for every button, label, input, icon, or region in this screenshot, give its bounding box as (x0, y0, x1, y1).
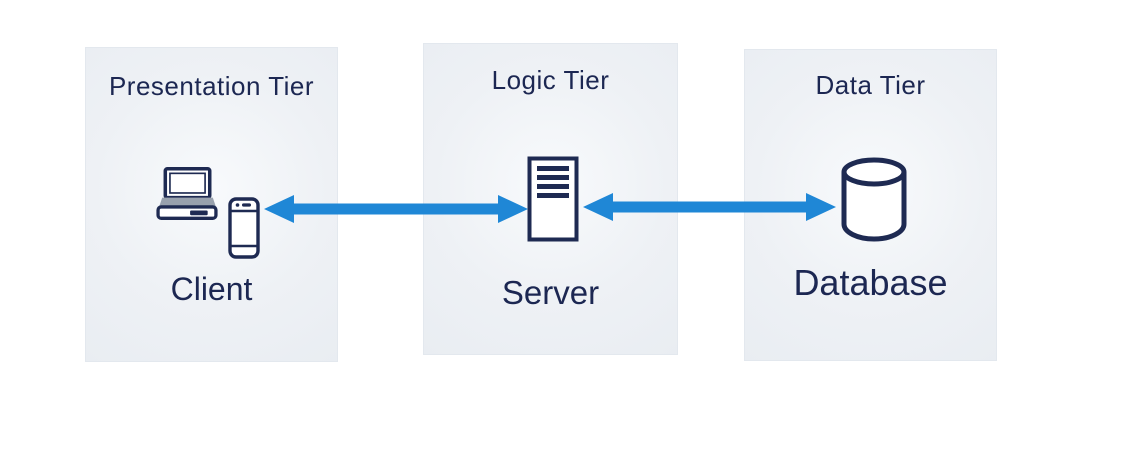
laptop-icon (156, 166, 218, 221)
database-label: Database (793, 262, 948, 303)
logic-tier-title: Logic Tier (491, 65, 610, 95)
client-server-bidirectional-arrow (264, 192, 528, 226)
logic-tier-panel: Logic Tier Server (423, 43, 678, 355)
presentation-tier-title: Presentation Tier (108, 71, 315, 101)
database-icon (839, 156, 909, 244)
server-database-bidirectional-arrow (583, 190, 836, 224)
server-icon (527, 156, 579, 242)
server-label: Server (501, 274, 600, 311)
client-label: Client (170, 271, 253, 307)
smartphone-icon (228, 197, 260, 259)
data-tier-title: Data Tier (815, 70, 926, 100)
